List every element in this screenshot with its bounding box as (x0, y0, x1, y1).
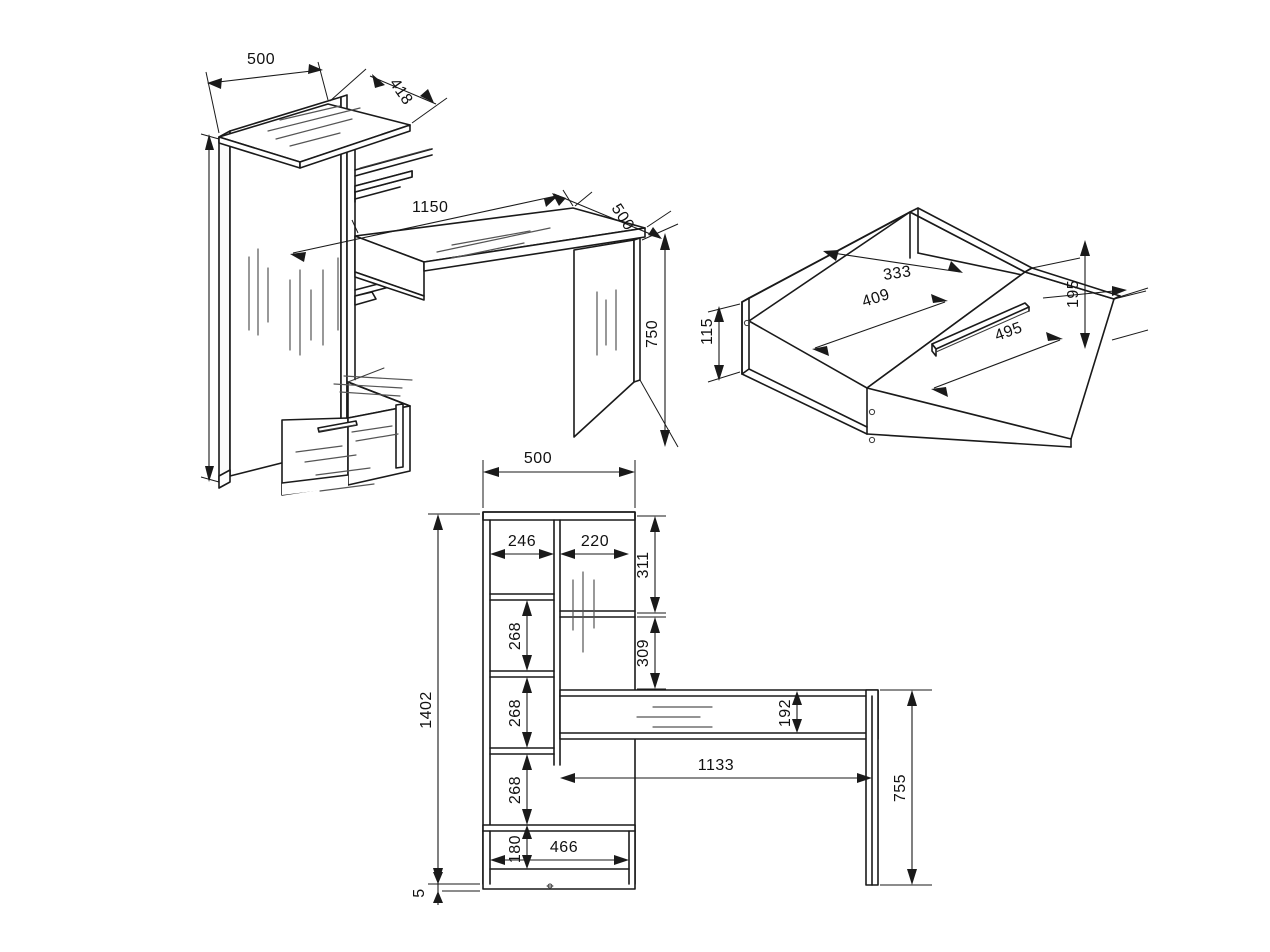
dim-elev-desk-height: 755 (880, 689, 932, 886)
dim-elev-plinth: 5 (411, 870, 480, 905)
dim-label-elev-overall-height: 1402 (418, 691, 435, 729)
dim-drawer-front-height: 195 (1042, 240, 1149, 349)
view-iso-drawer: 115 333 409 495 (699, 207, 1149, 448)
view-iso-cabinet-desk: 500 418 1150 (200, 51, 679, 496)
cabinet-left-foot (218, 469, 231, 489)
dim-elev-left-bay-width: 246 (490, 533, 554, 559)
dim-label-drawer-inner-back: 333 (882, 263, 912, 284)
elevation-right-bay-door (559, 571, 636, 653)
dim-label-elev-shelf-h-1: 268 (507, 622, 524, 650)
upper-small-shelf (354, 148, 433, 203)
dim-elev-desk-length: 1133 (560, 757, 872, 783)
cabinet-base-drawer (281, 367, 413, 496)
drawer-left-side-panel (741, 211, 911, 435)
dim-label-iso-top-depth: 418 (386, 76, 416, 109)
dim-elev-lower-right-height: 309 (635, 616, 666, 690)
dim-iso-desk-height: 750 (639, 223, 679, 448)
dim-iso-top-width: 500 (205, 51, 329, 134)
dim-iso-cabinet-height (200, 133, 220, 483)
elevation-base-box (482, 824, 636, 890)
dim-label-elev-plinth: 5 (411, 888, 428, 897)
dim-elev-upper-right-height: 311 (635, 515, 666, 614)
dim-label-drawer-front-height: 195 (1065, 280, 1082, 308)
dim-label-elev-lower-right-height: 309 (635, 639, 652, 667)
dim-label-elev-shelf-h-2: 268 (507, 699, 524, 727)
view-front-elevation: 500 1402 5 246 (411, 450, 932, 905)
dim-label-elev-overall-width: 500 (524, 450, 552, 467)
dim-label-iso-desk-height: 750 (644, 320, 661, 348)
dim-label-elev-shelf-h-3: 268 (507, 776, 524, 804)
drawer-handle (931, 302, 1030, 357)
dim-drawer-inner-back: 333 (823, 250, 963, 284)
dim-label-elev-left-bay-width: 246 (508, 533, 536, 550)
dim-elev-shelf-h-1: 268 (507, 600, 532, 671)
dim-label-elev-desk-height: 755 (892, 774, 909, 802)
dim-label-iso-top-width: 500 (247, 51, 275, 68)
dim-elev-overall-height: 1402 (418, 513, 480, 885)
cabinet-left-side-panel (218, 130, 231, 483)
dim-label-elev-right-bay-width: 220 (581, 533, 609, 550)
dim-label-elev-desk-length: 1133 (698, 757, 734, 774)
dim-drawer-side-height: 115 (699, 303, 741, 383)
cabinet-top-board (218, 103, 411, 169)
dim-label-elev-base-width: 466 (550, 839, 578, 856)
desk-top-board (354, 207, 646, 301)
dim-elev-overall-width: 500 (482, 450, 636, 508)
dim-elev-base-width: 466 (490, 839, 629, 865)
dim-elev-shelf-h-2: 268 (507, 677, 532, 748)
dim-elev-right-bay-width: 220 (560, 533, 629, 559)
dim-elev-shelf-h-3: 268 (507, 754, 532, 825)
dim-label-elev-upper-right-height: 311 (635, 551, 652, 578)
dim-label-elev-desk-top-height: 192 (777, 699, 794, 727)
dim-label-elev-base-height: 180 (507, 835, 524, 863)
dim-label-iso-desk-length: 1150 (412, 199, 448, 216)
elevation-desk (559, 689, 879, 886)
dim-label-drawer-side-height: 115 (699, 318, 716, 345)
elevation-left-shelves (489, 593, 555, 755)
desk-right-leg-panel (573, 237, 641, 438)
dim-elev-desk-top-height: 192 (777, 691, 802, 733)
dim-elev-base-height: 180 (507, 825, 532, 869)
